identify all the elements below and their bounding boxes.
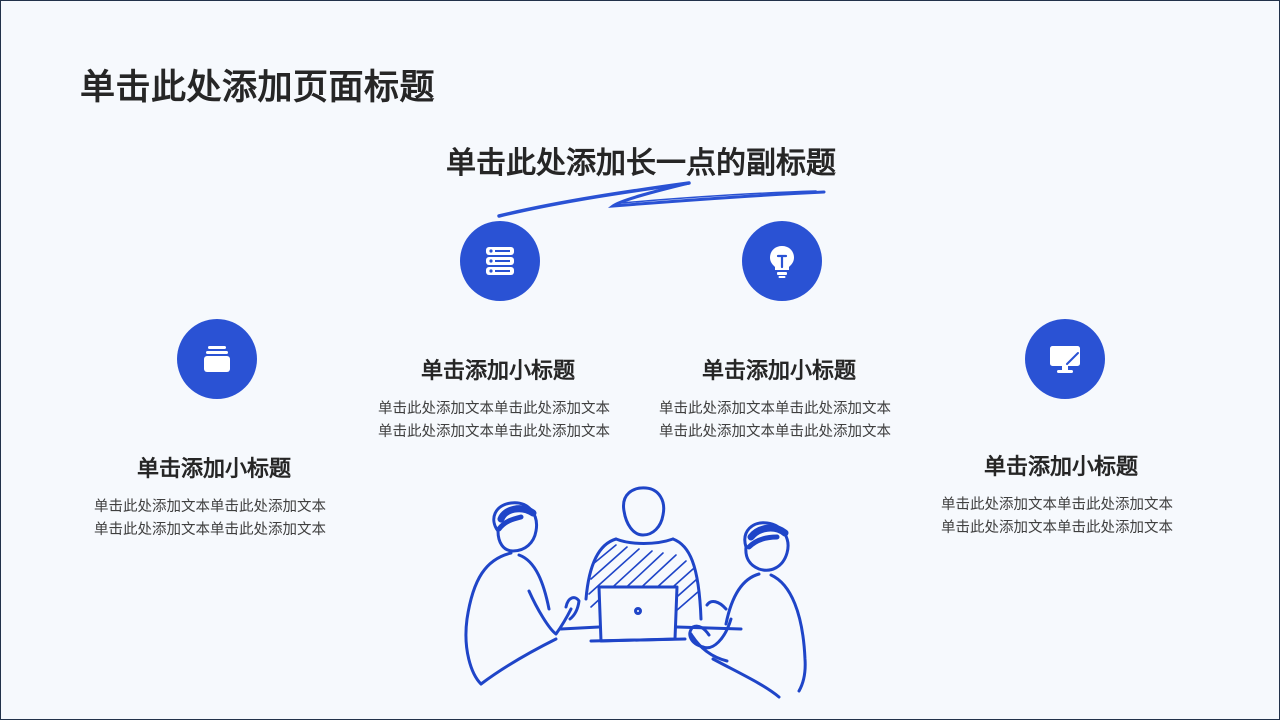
item-1-text[interactable]: 单击此处添加文本单击此处添加文本单击此处添加文本单击此处添加文本 [94,499,326,538]
lightbulb-icon [770,246,794,278]
server-icon [486,247,514,275]
monitor-icon-circle[interactable] [1025,319,1105,399]
page-title[interactable]: 单击此处添加页面标题 [80,68,436,108]
server-icon-circle[interactable] [460,221,540,301]
item-3: 单击添加小标题 单击此处添加文本单击此处添加文本单击此处添加文本单击此处添加文本 [659,353,899,444]
team-meeting-illustration [464,486,807,699]
item-1: 单击添加小标题 单击此处添加文本单击此处添加文本单击此处添加文本单击此处添加文本 [94,451,334,542]
item-3-text[interactable]: 单击此处添加文本单击此处添加文本单击此处添加文本单击此处添加文本 [659,401,891,440]
subtitle[interactable]: 单击此处添加长一点的副标题 [446,146,836,181]
document-icon [204,346,230,372]
item-4: 单击添加小标题 单击此处添加文本单击此处添加文本单击此处添加文本单击此处添加文本 [941,449,1181,540]
document-icon-circle[interactable] [177,319,257,399]
monitor-icon [1050,346,1080,373]
item-1-title[interactable]: 单击添加小标题 [136,457,291,482]
item-2: 单击添加小标题 单击此处添加文本单击此处添加文本单击此处添加文本单击此处添加文本 [378,353,618,444]
item-3-title[interactable]: 单击添加小标题 [701,359,856,384]
lightbulb-icon-circle[interactable] [742,221,822,301]
brush-stroke-decoration [497,181,826,218]
item-4-text[interactable]: 单击此处添加文本单击此处添加文本单击此处添加文本单击此处添加文本 [941,497,1173,536]
item-2-title[interactable]: 单击添加小标题 [420,359,575,384]
item-4-title[interactable]: 单击添加小标题 [983,455,1138,480]
item-2-text[interactable]: 单击此处添加文本单击此处添加文本单击此处添加文本单击此处添加文本 [378,401,610,440]
